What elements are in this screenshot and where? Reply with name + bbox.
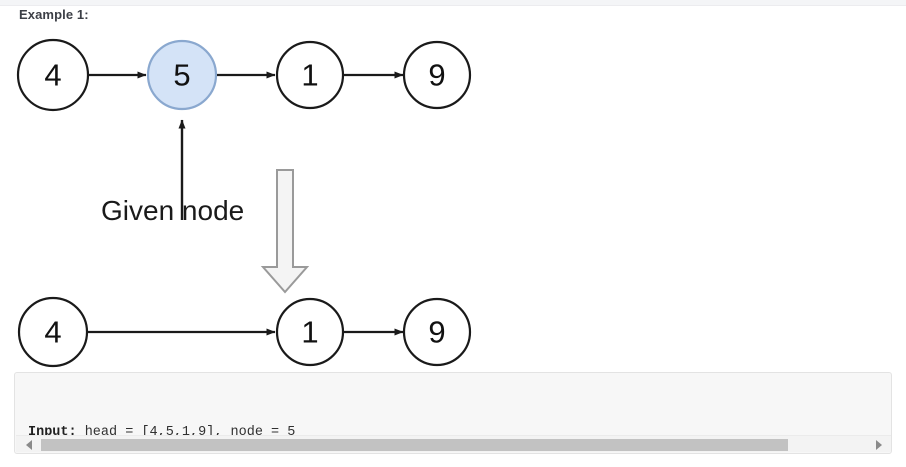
node-circle-highlighted [146, 39, 218, 111]
node-value: 9 [428, 58, 445, 93]
node-before-3: 9 [402, 40, 472, 110]
node-circle [402, 297, 472, 367]
node-value: 1 [301, 58, 318, 93]
scroll-right-arrow-icon[interactable] [876, 440, 882, 450]
node-circle [17, 296, 89, 368]
node-before-1: 5 [146, 39, 218, 111]
horizontal-scrollbar[interactable] [16, 435, 891, 452]
scrollbar-thumb[interactable] [41, 439, 788, 451]
given-node-label: Given node [101, 195, 244, 226]
node-value: 4 [44, 58, 61, 93]
node-value: 9 [428, 315, 445, 350]
diagram-svg: 4 5 1 9 [16, 38, 472, 368]
top-divider [0, 0, 906, 6]
node-after-0: 4 [17, 296, 89, 368]
node-circle [16, 38, 90, 112]
linked-list-diagram: 4 5 1 9 [0, 24, 906, 369]
node-circle [275, 297, 345, 367]
node-circle [275, 40, 345, 110]
transform-block-arrow [260, 169, 310, 294]
node-circle [402, 40, 472, 110]
before-list-row: 4 5 1 9 [16, 38, 472, 112]
example-code-block: Input: head = [4,5,1,9], node = 5 Output… [14, 372, 892, 454]
node-value: 1 [301, 315, 318, 350]
example-heading: Example 1: [19, 7, 89, 22]
after-list-row: 4 1 9 [17, 296, 472, 368]
node-value: 5 [173, 58, 190, 93]
scroll-left-arrow-icon[interactable] [26, 440, 32, 450]
node-value: 4 [44, 315, 61, 350]
node-before-0: 4 [16, 38, 90, 112]
node-after-2: 9 [402, 297, 472, 367]
block-arrow-shape [260, 169, 310, 294]
node-before-2: 1 [275, 40, 345, 110]
node-after-1: 1 [275, 297, 345, 367]
